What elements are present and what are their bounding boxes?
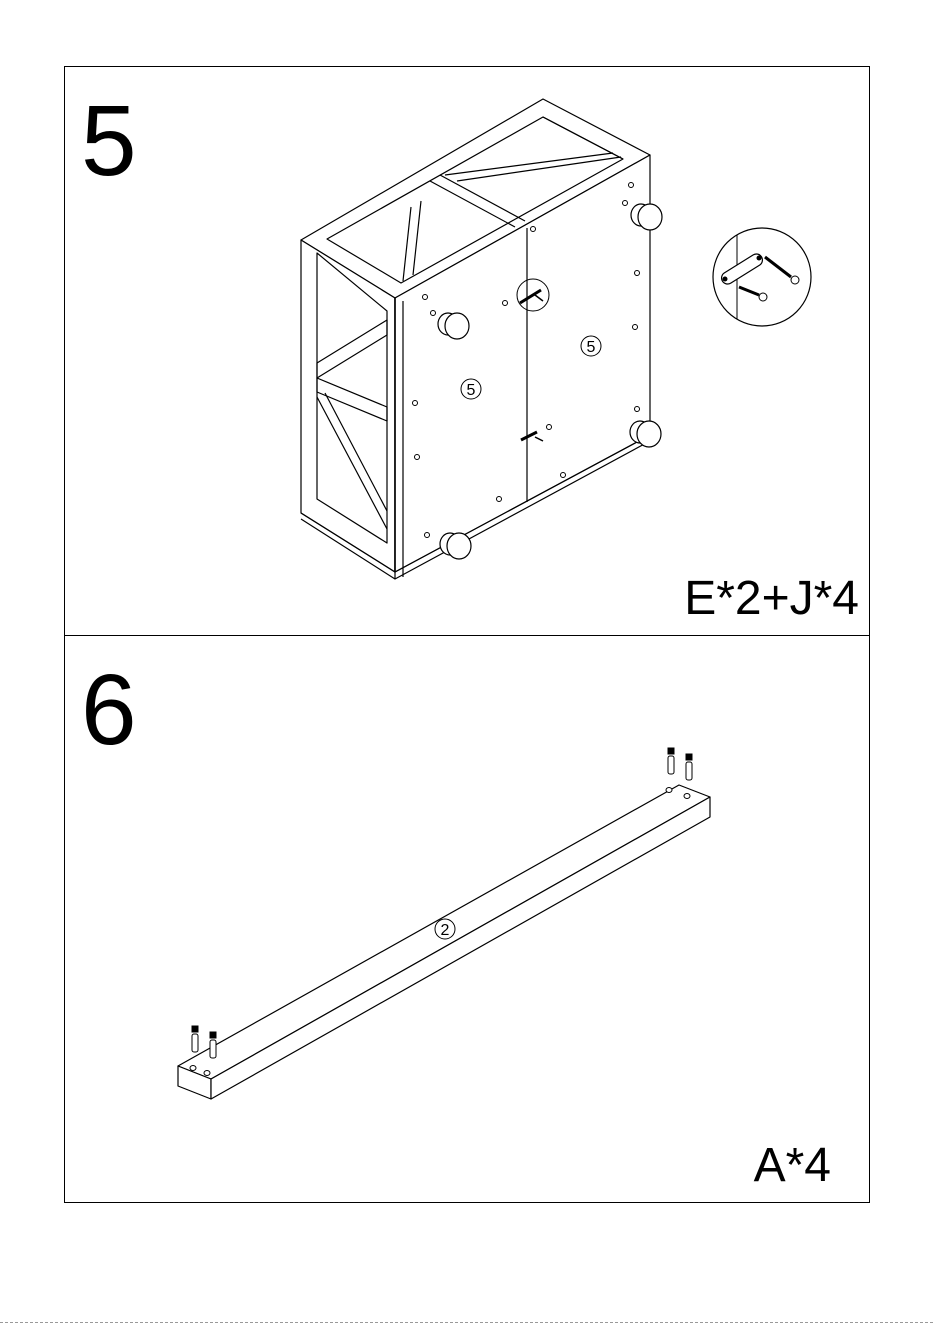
- hardware-quantity: E*2+J*4: [684, 575, 859, 623]
- page-divider: [0, 1322, 933, 1323]
- part-label-5-right: 5: [581, 336, 601, 356]
- step-5-panel: 5: [64, 66, 870, 636]
- part-label-5-left: 5: [461, 379, 481, 399]
- rail-board: [178, 785, 710, 1099]
- rail-diagram: 2: [65, 636, 871, 1204]
- svg-text:2: 2: [441, 922, 450, 939]
- part-label-2: 2: [435, 919, 455, 939]
- detail-zoom-circle: [713, 228, 811, 326]
- hardware-quantity: A*4: [754, 1142, 831, 1190]
- step-6-panel: 6 2 A*4: [64, 635, 870, 1203]
- cabinet-diagram: 5 5: [65, 67, 871, 637]
- svg-text:5: 5: [587, 339, 596, 356]
- svg-text:5: 5: [467, 382, 476, 399]
- dowel-pins: [192, 748, 692, 1058]
